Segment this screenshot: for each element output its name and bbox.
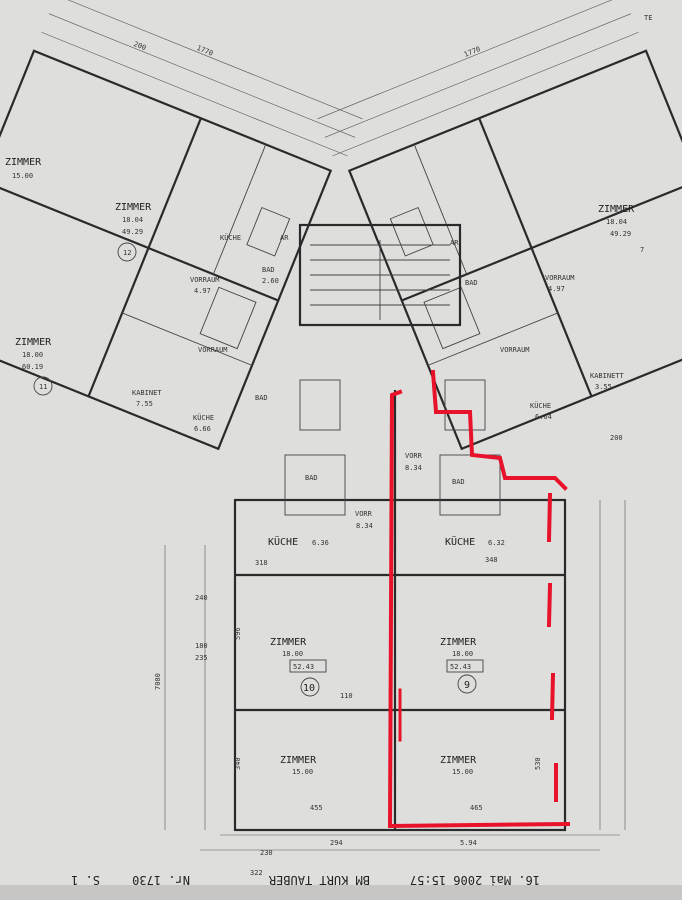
unit-12-number: 12 [123,249,131,257]
right-wing-outline [347,49,682,451]
corner-mark: TE [644,14,652,22]
fax-sender: BM KURT TAUBER [268,873,370,887]
dimension-label: 5.94 [460,839,477,847]
stair-core [298,223,462,327]
room-area: 4.97 [548,285,565,293]
red-dash [546,492,553,543]
room-area: 18.00 [22,351,43,359]
room-name: ZIMMER [15,337,52,348]
room-name: KÜCHE [220,233,241,242]
room-area: 18.04 [606,218,627,226]
unit-9-number: 9 [464,680,470,691]
room-area: 6.64 [535,413,552,421]
room-name: VORR [405,452,423,460]
room-name: VORRAUM [500,346,530,354]
room-area: 6.66 [194,425,211,433]
room-name: KÜCHE [530,401,551,410]
room-area: 18.00 [452,650,473,658]
dimension-label: 322 [250,869,263,877]
room-name: VORRAUM [545,274,575,282]
red-boundary-step [430,369,568,491]
room-name: BAD [305,474,318,482]
dimension-label: 318 [255,559,268,567]
room-name: ZIMMER [115,202,152,213]
unit-11-area: 60.19 [22,363,43,371]
dimension-label: 110 [340,692,353,700]
room-name: VORRAUM [190,276,220,284]
dimension-label: 180 [195,642,208,650]
room-area: 7.55 [136,400,153,408]
room-name: VORR [355,510,373,518]
room-name: KABINET [132,389,162,397]
room-name: BAD [452,478,465,486]
unit-7-area: 49.29 [610,230,631,238]
unit-9-area: 52.43 [450,663,471,671]
room-name: KÜCHE [193,413,214,422]
room-name: BAD [255,394,268,402]
room-area: 15.00 [452,768,473,776]
dimension-label: 596 [234,627,242,640]
room-area: 18.00 [282,650,303,658]
unit-10-number: 10 [303,683,315,694]
room-area: 8.34 [405,464,422,472]
room-area: 3.55 [595,383,612,391]
room-name: ZIMMER [440,637,477,648]
room-name: KÜCHE [268,535,298,548]
unit-7-number: 7 [640,246,644,254]
red-dash [546,582,553,628]
room-area: 8.34 [356,522,373,530]
dimension-label: 230 [260,849,273,857]
red-boundary-markup [387,369,571,829]
fax-timestamp: 16. Mai 2006 15:57 [410,873,540,887]
room-area: 2.60 [262,277,279,285]
room-name: ZIMMER [270,637,307,648]
room-name: AR [450,239,459,247]
red-boundary-solid [387,389,571,829]
unit-width: 455 [310,804,323,812]
right-wing: 1770 [317,0,682,451]
red-dash [549,672,556,721]
room-name: ZIMMER [5,157,42,168]
room-area: 18.04 [122,216,143,224]
room-area: 6.36 [312,539,329,547]
dimension-label: 240 [195,594,208,602]
dimension-label: 235 [195,654,208,662]
unit-10-area: 52.43 [293,663,314,671]
unit-12-area: 49.29 [122,228,143,236]
room-name: KABINETT [590,372,625,380]
dimension-label: 348 [485,556,498,564]
room-name: VORRAUM [198,346,228,354]
dimension-label: 200 [610,434,623,442]
room-area: 15.00 [12,172,33,180]
left-wing: 1770 200 [0,0,363,451]
room-area: 4.97 [194,287,211,295]
fax-page: S. 1 [71,873,100,887]
unit-width: 465 [470,804,483,812]
dimension-label: 530 [534,757,542,770]
dimension-label: 340 [234,757,242,770]
room-name: ZIMMER [440,755,477,766]
dimension-label: 294 [330,839,343,847]
room-name: ZIMMER [598,204,635,215]
paper-edge [0,885,682,900]
room-area: 15.00 [292,768,313,776]
room-name: AR [280,234,289,242]
dimension-label: 7000 [154,673,162,690]
unit-11-number: 11 [39,383,47,391]
fax-header: 16. Mai 2006 15:57 BM KURT TAUBER Nr. 17… [71,873,540,887]
room-name: KÜCHE [445,535,475,548]
room-name: BAD [465,279,478,287]
room-name: ZIMMER [280,755,317,766]
left-wing-outline [0,49,333,451]
room-name: BAD [262,266,275,274]
room-area: 6.32 [488,539,505,547]
fax-number: Nr. 1730 [132,873,190,887]
